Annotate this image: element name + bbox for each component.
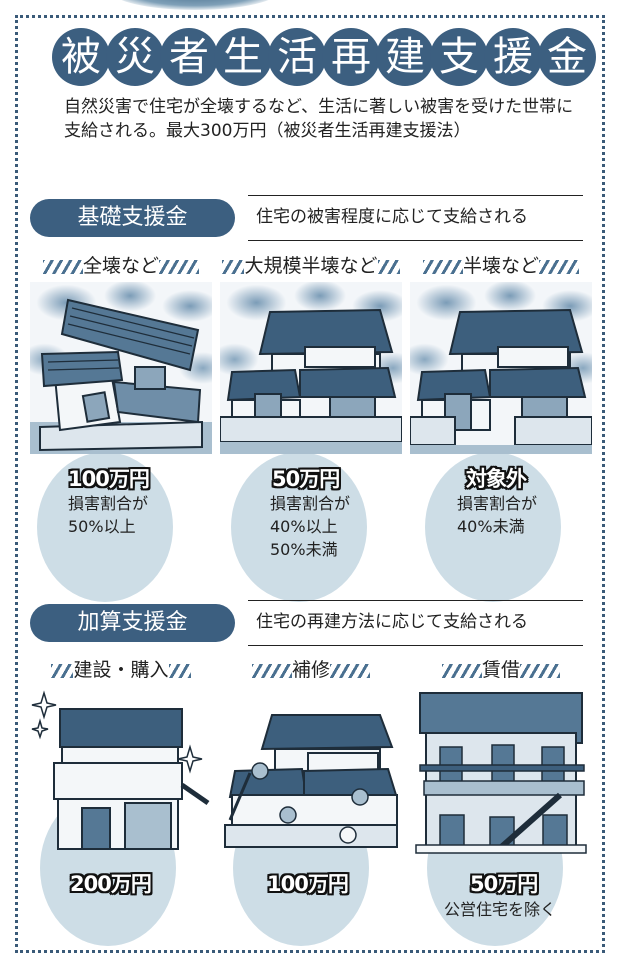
amount-label: 対象外 xyxy=(466,467,527,491)
title-char: 再 xyxy=(322,28,380,86)
basic-support-header: 基礎支援金 住宅の被害程度に応じて支給される xyxy=(30,195,583,241)
hatch-decoration xyxy=(168,663,191,678)
hatch-decoration xyxy=(422,259,463,274)
half-damaged-house-icon xyxy=(410,282,592,454)
hatch-decoration xyxy=(159,259,199,274)
column-label: 補修 xyxy=(218,655,404,682)
column-label: 賃借 xyxy=(408,655,594,682)
page-title: 被 災 者 生 活 再 建 支 援 金 xyxy=(52,28,596,92)
title-char: 支 xyxy=(430,28,488,86)
column-label: 半壊など xyxy=(408,251,594,278)
amount-ellipse xyxy=(231,452,367,602)
amount-ellipse xyxy=(425,452,561,602)
title-char: 建 xyxy=(376,28,434,86)
title-char: 活 xyxy=(268,28,326,86)
hatch-decoration xyxy=(222,259,245,274)
note-text: 公営住宅を除く xyxy=(444,900,557,919)
amount-label: 100万円 xyxy=(267,872,349,896)
house-repair-icon xyxy=(220,685,402,855)
decorative-blob xyxy=(110,0,280,10)
title-char: 被 xyxy=(52,28,110,86)
hatch-decoration xyxy=(42,259,83,274)
title-char: 金 xyxy=(538,28,596,86)
column-label: 全壊など xyxy=(28,251,214,278)
title-char: 生 xyxy=(214,28,272,86)
amount-ellipse xyxy=(37,452,173,602)
hatch-decoration xyxy=(330,663,370,678)
intro-text: 自然災害で住宅が全壊するなど、生活に著しい被害を受けた世帯に支給される。最大30… xyxy=(64,97,574,141)
amount-label: 50万円 xyxy=(470,872,538,896)
damaged-house-icon xyxy=(220,282,402,454)
hatch-decoration xyxy=(251,663,292,678)
collapsed-house-icon xyxy=(30,282,212,454)
title-char: 者 xyxy=(160,28,218,86)
hatch-decoration xyxy=(51,663,74,678)
hatch-decoration xyxy=(539,259,579,274)
hatch-decoration xyxy=(377,259,400,274)
apartment-icon xyxy=(410,685,592,855)
basic-support-pill: 基礎支援金 xyxy=(30,199,235,237)
title-char: 援 xyxy=(484,28,542,86)
amount-label: 200万円 xyxy=(70,872,152,896)
hatch-decoration xyxy=(520,663,560,678)
additional-support-header: 加算支援金 住宅の再建方法に応じて支給される xyxy=(30,600,583,646)
basic-support-description: 住宅の被害程度に応じて支給される xyxy=(248,195,583,241)
dotted-frame xyxy=(15,15,605,953)
new-house-icon xyxy=(30,685,212,855)
column-label: 大規模半壊など xyxy=(218,251,404,278)
additional-support-pill: 加算支援金 xyxy=(30,604,235,642)
hatch-decoration xyxy=(441,663,482,678)
title-char: 災 xyxy=(106,28,164,86)
amount-label: 50万円 xyxy=(272,467,340,491)
column-label: 建設・購入 xyxy=(28,655,214,682)
additional-support-description: 住宅の再建方法に応じて支給される xyxy=(248,600,583,646)
amount-label: 100万円 xyxy=(68,467,150,491)
